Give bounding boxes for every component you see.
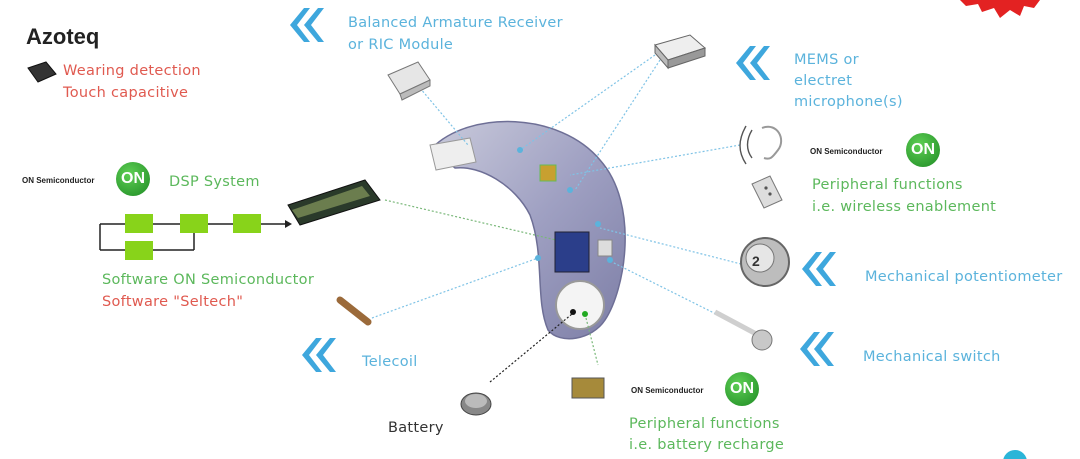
- label-balanced-armature: Balanced Armature Receiver: [348, 15, 563, 31]
- potentiometer-number: 2: [752, 253, 760, 269]
- telecoil-image: [336, 296, 372, 326]
- receiver-module-image: [387, 61, 431, 101]
- azoteq-logo-text: Azoteq: [26, 24, 100, 49]
- hearing-aid-body: [429, 120, 626, 340]
- corner-burst-icon: [960, 0, 1040, 18]
- ear-icon: [739, 125, 783, 165]
- azoteq-chip-image: [27, 61, 57, 83]
- label-touch-capacitive: Touch capacitive: [63, 85, 189, 101]
- corner-dot-icon: [1003, 450, 1027, 459]
- label-peripheral-wireless-2: i.e. wireless enablement: [812, 199, 997, 215]
- label-software-on: Software ON Semiconductor: [102, 272, 315, 288]
- potentiometer-image: [740, 237, 790, 287]
- label-dsp-system: DSP System: [169, 174, 260, 190]
- mems-microphone-image: [654, 34, 706, 70]
- on-semiconductor-logo-icon-wireless: ON: [906, 133, 940, 167]
- label-peripheral-battery-2: i.e. battery recharge: [629, 437, 785, 453]
- label-mems-1: MEMS or: [794, 52, 859, 68]
- on-semiconductor-logo-icon-battery: ON: [725, 372, 759, 406]
- on-semiconductor-text-wireless: ON Semiconductor: [810, 147, 883, 156]
- label-mech-switch: Mechanical switch: [863, 349, 1001, 365]
- label-software-seltech: Software "Seltech": [102, 294, 244, 310]
- recharge-board-image: [571, 377, 605, 399]
- mechanical-switch-image: [713, 309, 773, 351]
- battery-image: [460, 392, 492, 416]
- label-mems-2: electret: [794, 73, 853, 89]
- remote-control-image: [751, 175, 783, 209]
- label-battery: Battery: [388, 420, 444, 436]
- on-semiconductor-text-dsp: ON Semiconductor: [22, 176, 95, 185]
- label-mech-potentiometer: Mechanical potentiometer: [865, 269, 1063, 285]
- on-semiconductor-text-battery: ON Semiconductor: [631, 386, 704, 395]
- on-semiconductor-logo-icon: ON: [116, 162, 150, 196]
- label-mems-3: microphone(s): [794, 94, 903, 110]
- label-peripheral-battery-1: Peripheral functions: [629, 416, 780, 432]
- label-telecoil: Telecoil: [362, 354, 418, 370]
- label-ric-module: or RIC Module: [348, 37, 454, 53]
- label-wearing-detection: Wearing detection: [63, 63, 201, 79]
- knowles-chevron-icon: [290, 8, 836, 372]
- label-peripheral-wireless-1: Peripheral functions: [812, 177, 963, 193]
- dsp-board-image: [287, 179, 381, 226]
- dsp-block-diagram: [99, 214, 292, 260]
